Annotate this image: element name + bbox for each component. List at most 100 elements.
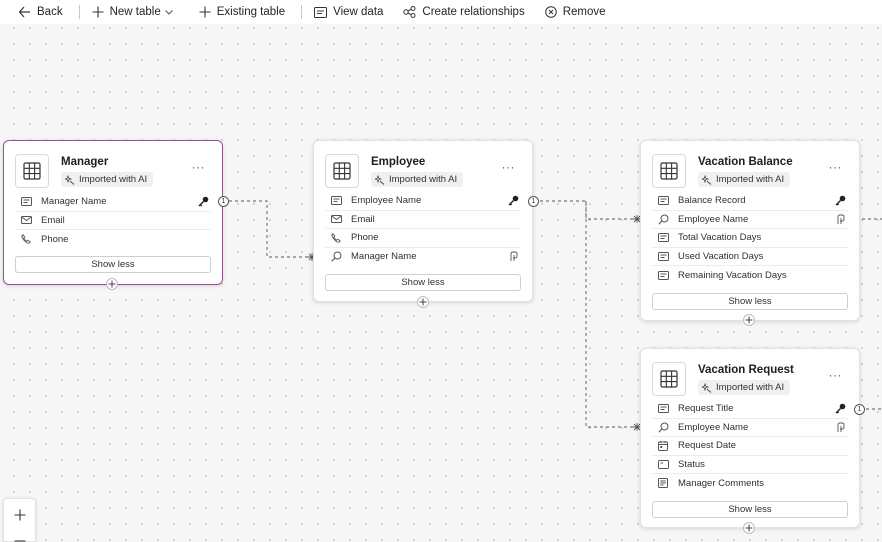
plus-icon	[419, 298, 427, 306]
one-marker: 1	[528, 196, 539, 207]
more-options-button[interactable]: ···	[828, 160, 842, 174]
more-options-button[interactable]: ···	[828, 368, 842, 382]
column-label: Manager Name	[351, 251, 417, 263]
text-field-icon	[658, 233, 672, 243]
imported-with-ai-badge: Imported with AI	[371, 172, 464, 187]
column-row[interactable]: Phone	[325, 229, 521, 248]
column-row[interactable]: Remaining Vacation Days	[652, 266, 848, 285]
remove-label: Remove	[562, 6, 606, 18]
relationship-lookup-icon	[835, 214, 846, 228]
create-relationships-label: Create relationships	[422, 6, 525, 18]
column-label: Used Vacation Days	[678, 250, 764, 262]
add-column-button[interactable]	[106, 278, 118, 290]
column-row[interactable]: Status	[652, 456, 848, 474]
column-row[interactable]: Total Vacation Days	[652, 229, 848, 248]
relationship-nodes-icon	[403, 6, 416, 18]
column-row[interactable]: Request Title	[652, 400, 848, 419]
calendar-icon	[658, 440, 672, 451]
sparkle-icon	[702, 174, 712, 185]
badge-label: Imported with AI	[389, 174, 458, 185]
column-label: Email	[351, 213, 375, 225]
table-title: Vacation Request	[698, 364, 794, 376]
imported-with-ai-badge: Imported with AI	[61, 172, 154, 187]
more-options-button[interactable]: ···	[501, 160, 515, 174]
table-card-vacation-request[interactable]: Vacation Request Imported with AI ··· Re…	[640, 348, 860, 528]
column-label: Employee Name	[678, 421, 749, 433]
one-marker: 1	[854, 404, 865, 415]
column-list: Request Title Employee Name Request Date…	[652, 400, 848, 493]
table-view-icon	[314, 6, 328, 18]
card-header: Manager Imported with AI ···	[15, 152, 211, 188]
column-label: Employee Name	[351, 195, 422, 207]
column-row[interactable]: Balance Record	[652, 192, 848, 211]
phone-icon	[21, 234, 35, 245]
multiline-text-icon	[658, 478, 672, 489]
table-grid-icon	[15, 154, 49, 188]
key-icon	[835, 403, 846, 417]
column-list: Employee Name Email Phone Manager Name	[325, 192, 521, 266]
add-column-button[interactable]	[743, 522, 755, 534]
zoom-controls	[3, 498, 36, 542]
sparkle-icon	[65, 174, 75, 185]
card-header: Vacation Balance Imported with AI ···	[652, 152, 848, 188]
text-field-icon	[658, 270, 672, 280]
key-icon	[198, 196, 209, 210]
column-row[interactable]: Phone	[15, 230, 211, 249]
back-button[interactable]: Back	[12, 1, 69, 23]
badge-label: Imported with AI	[716, 174, 785, 185]
arrow-left-icon	[18, 6, 30, 18]
column-label: Phone	[351, 232, 379, 244]
view-data-button[interactable]: View data	[308, 1, 389, 23]
column-row[interactable]: Manager Name	[15, 193, 211, 212]
column-row[interactable]: Email	[15, 212, 211, 230]
show-less-button[interactable]: Show less	[652, 293, 848, 310]
existing-table-button[interactable]: Existing table	[193, 1, 291, 23]
lookup-search-icon	[658, 422, 672, 433]
sparkle-icon	[375, 174, 385, 185]
show-less-button[interactable]: Show less	[652, 501, 848, 518]
create-relationships-button[interactable]: Create relationships	[397, 1, 530, 23]
column-row[interactable]: Manager Comments	[652, 474, 848, 493]
column-row[interactable]: Used Vacation Days	[652, 248, 848, 266]
sparkle-icon	[702, 382, 712, 393]
relationship-lookup-icon	[508, 251, 519, 265]
existing-table-label: Existing table	[216, 6, 286, 18]
badge-label: Imported with AI	[79, 174, 148, 185]
text-field-icon	[658, 251, 672, 261]
add-column-button[interactable]	[417, 296, 429, 308]
column-row[interactable]: Employee Name	[652, 419, 848, 437]
column-label: Total Vacation Days	[678, 232, 762, 244]
new-table-button[interactable]: New table	[86, 1, 185, 23]
zoom-out-button[interactable]	[4, 528, 35, 542]
remove-button[interactable]: Remove	[539, 1, 612, 23]
table-title: Vacation Balance	[698, 156, 793, 168]
table-grid-icon	[652, 154, 686, 188]
column-row[interactable]: Employee Name	[325, 192, 521, 211]
zoom-in-button[interactable]	[4, 505, 35, 525]
more-options-button[interactable]: ···	[191, 160, 205, 174]
column-label: Status	[678, 458, 705, 470]
column-row[interactable]: Manager Name	[325, 248, 521, 267]
table-card-employee[interactable]: Employee Imported with AI ··· Employee N…	[313, 140, 533, 302]
table-grid-icon	[652, 362, 686, 396]
table-card-manager[interactable]: Manager Imported with AI ··· Manager Nam…	[3, 140, 223, 285]
add-column-button[interactable]	[743, 314, 755, 326]
column-label: Request Title	[678, 403, 734, 415]
column-row[interactable]: Employee Name	[652, 211, 848, 229]
relationship-line-employee-balance	[540, 200, 640, 220]
toolbar-divider	[78, 5, 80, 19]
card-header: Employee Imported with AI ···	[325, 152, 521, 188]
key-icon	[835, 195, 846, 209]
show-less-button[interactable]: Show less	[15, 256, 211, 273]
table-card-vacation-balance[interactable]: Vacation Balance Imported with AI ··· Ba…	[640, 140, 860, 321]
plus-icon	[745, 316, 753, 324]
column-label: Request Date	[678, 440, 737, 452]
text-field-icon	[658, 404, 672, 414]
show-less-button[interactable]: Show less	[325, 274, 521, 291]
column-row[interactable]: Email	[325, 211, 521, 229]
one-marker: 1	[218, 196, 229, 207]
back-label: Back	[37, 6, 63, 18]
chevron-down-icon	[164, 9, 173, 15]
column-label: Employee Name	[678, 213, 749, 225]
column-row[interactable]: Request Date	[652, 437, 848, 456]
